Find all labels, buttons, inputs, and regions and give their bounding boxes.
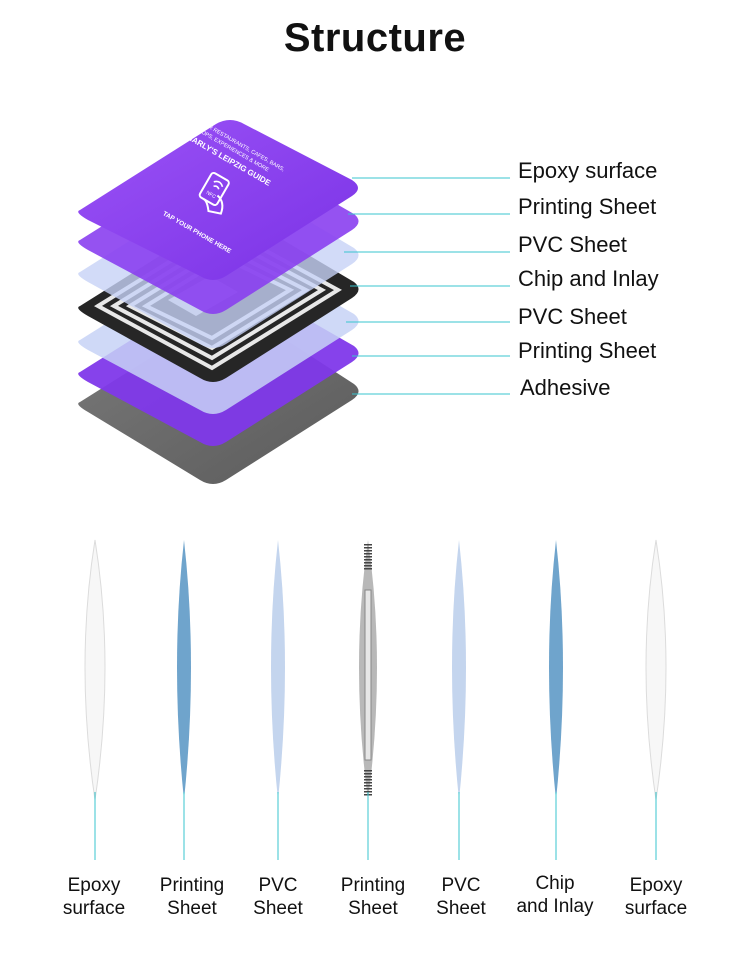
cross-section-lens-4 (452, 540, 466, 860)
layer-label-printing-sheet: Printing Sheet (518, 194, 657, 219)
layer-label-epoxy-surface: Epoxy surface (518, 158, 658, 183)
inlay-band-top (364, 556, 372, 558)
layer-stack-illustration: DISCOVER RESTAURANTS, CAFES, BARS, SHOPS… (78, 112, 510, 484)
inlay-band-top (364, 553, 372, 555)
inlay-band-bottom (364, 773, 372, 775)
layer-label-pvc-sheet-2: PVC Sheet (518, 304, 627, 329)
page-title: Structure (283, 16, 467, 60)
inlay-band-bottom (364, 770, 372, 772)
card-text-nfc: NFC (205, 190, 217, 201)
inlay-band-bottom (364, 782, 372, 784)
cross-section-lens-5 (549, 540, 563, 860)
layer-label-pvc-sheet: PVC Sheet (518, 232, 627, 257)
inlay-band-bottom (364, 791, 372, 793)
cross-section-lens-0 (84, 539, 106, 860)
cross-section-lens-2 (271, 540, 285, 860)
inlay-band-bottom (364, 776, 372, 778)
layer-label-chip-inlay: Chip and Inlay (518, 266, 659, 291)
inlay-core (364, 589, 372, 761)
cross-section-lens-3 (359, 540, 377, 860)
inlay-band-bottom (364, 785, 372, 787)
inlay-band-top (364, 547, 372, 549)
layer-leader-lines (344, 177, 510, 395)
layer-label-printing-sheet-2: Printing Sheet (518, 338, 657, 363)
layer-epoxy-surface: DISCOVER RESTAURANTS, CAFES, BARS, SHOPS… (78, 112, 358, 280)
inlay-band-bottom (364, 779, 372, 781)
inlay-band-top (364, 568, 372, 570)
inlay-band-top (364, 550, 372, 552)
cross-section-lens-6 (645, 539, 667, 860)
inlay-band-bottom (364, 788, 372, 790)
inlay-band-top (364, 544, 372, 546)
inlay-band-top (364, 565, 372, 567)
cross-section-illustration (84, 539, 667, 860)
inlay-band-top (364, 562, 372, 564)
inlay-band-top (364, 559, 372, 561)
layer-label-adhesive: Adhesive (520, 375, 611, 400)
nfc-phone-icon: NFC (198, 171, 230, 215)
cross-section-lens-1 (177, 540, 191, 860)
